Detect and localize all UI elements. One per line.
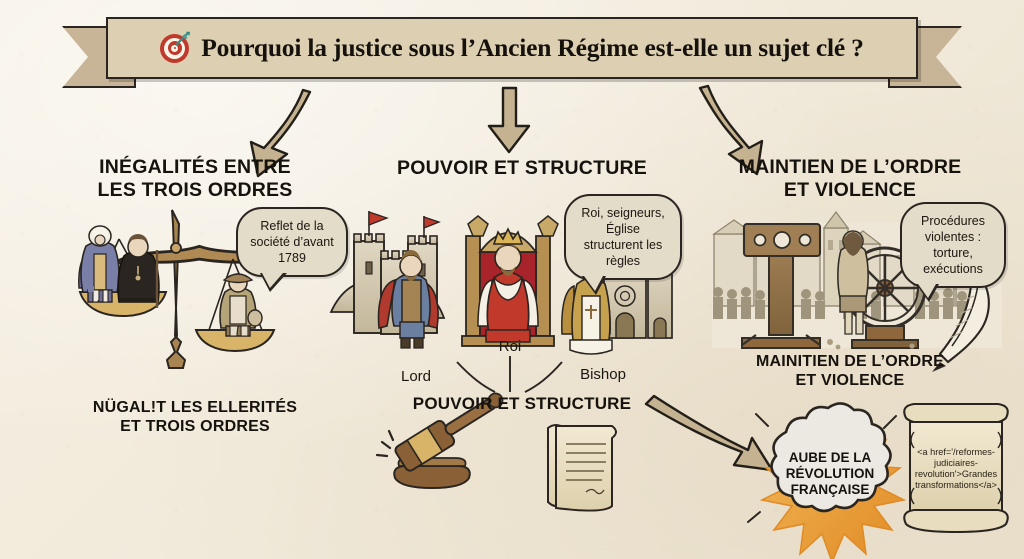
callout-text-left: Reflet de la société d’avant 1789 bbox=[250, 219, 334, 265]
node-label-roi: Roi bbox=[498, 338, 522, 355]
node-label-bishop: Bishop bbox=[580, 366, 626, 383]
callout-bubble-middle: Roi, seigneurs, Église structurent les r… bbox=[564, 194, 682, 295]
target-dart-icon bbox=[160, 31, 191, 63]
section-heading-power: POUVOIR ET STRUCTURE bbox=[397, 157, 647, 179]
title-banner: Pourquoi la justice sous l’Ancien Régime… bbox=[62, 17, 962, 88]
code-scroll: <a href='/reformes-judiciaires-revolutio… bbox=[898, 402, 1014, 532]
king-throne-illustration bbox=[461, 215, 559, 347]
hierarchy-connectors bbox=[456, 356, 563, 393]
callout-text-middle: Roi, seigneurs, Église structurent les r… bbox=[581, 206, 665, 268]
callout-bubble-right: Procédures violentes : torture, exécutio… bbox=[900, 202, 1006, 302]
arrow-title-to-middle bbox=[487, 86, 531, 154]
page-title: Pourquoi la justice sous l’Ancien Régime… bbox=[201, 33, 864, 62]
banner-plate: Pourquoi la justice sous l’Ancien Régime… bbox=[106, 17, 918, 79]
code-scroll-text: <a href='/reformes-judiciaires-revolutio… bbox=[914, 446, 998, 491]
node-label-lord: Lord bbox=[400, 368, 432, 385]
callout-text-right: Procédures violentes : torture, exécutio… bbox=[921, 214, 985, 276]
subheading-power: POUVOIR ET STRUCTURE bbox=[412, 394, 632, 413]
callout-bubble-left: Reflet de la société d’avant 1789 bbox=[236, 207, 348, 292]
scroll-document-illustration bbox=[547, 424, 617, 512]
